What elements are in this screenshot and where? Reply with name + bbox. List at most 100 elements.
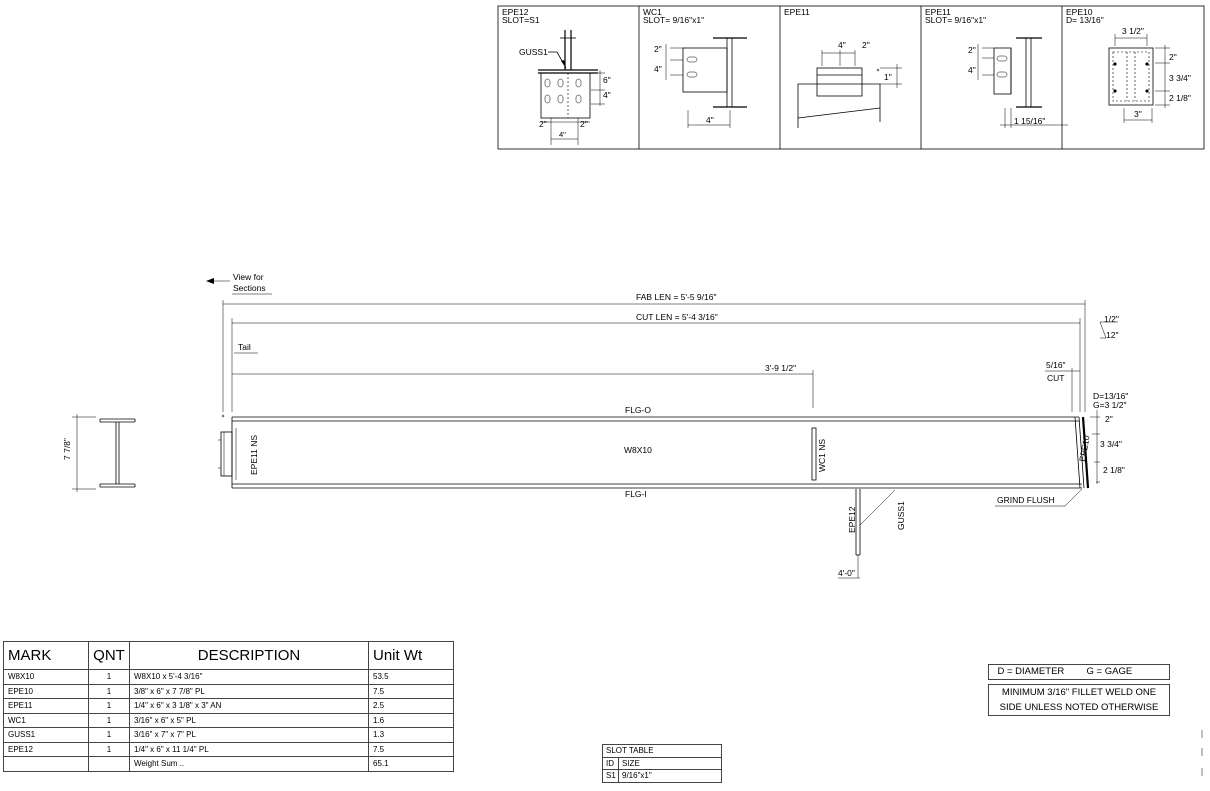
cut-len-label: CUT LEN = 5'-4 3/16" — [636, 312, 718, 322]
table-row: GUSS1 1 3/16" x 7" x 7" PL 1.3 — [3, 727, 454, 743]
table-row: EPE12 1 1/4" x 6" x 11 1/4" PL 7.5 — [3, 741, 454, 757]
weld-note-line-1: MINIMUM 3/16" FILLET WELD ONE — [1001, 687, 1157, 698]
guss1-label: GUSS1 — [896, 501, 906, 530]
legend-diameter: D = DIAMETER — [997, 666, 1065, 677]
bom-mark: WC1 — [3, 712, 89, 728]
epe12-label: EPE12 — [847, 506, 857, 533]
bom-description: 1/4" x 6" x 3 1/8" x 3" AN — [129, 698, 369, 714]
cut-word-label: CUT — [1047, 373, 1064, 383]
slot-header-size: SIZE — [618, 756, 722, 770]
bom-qnt: 1 — [88, 741, 130, 757]
bom-total-row: Weight Sum .. 65.1 — [3, 756, 454, 772]
weld-note: MINIMUM 3/16" FILLET WELD ONE SIDE UNLES… — [988, 684, 1170, 716]
bom-mark — [3, 756, 89, 772]
bom-header-description: DESCRIPTION — [129, 641, 369, 670]
detail5-dim-2: 2" — [1169, 52, 1177, 62]
dim-3-9-half: 3'-9 1/2" — [765, 363, 796, 373]
table-row: EPE11 1 1/4" x 6" x 3 1/8" x 3" AN 2.5 — [3, 698, 454, 714]
detail4-dim-2: 2" — [968, 45, 976, 55]
right-dim-3-3-4: 3 3/4" — [1100, 439, 1122, 449]
detail-epe11a-drawing: 4" 2" 1" — [797, 40, 902, 128]
bom-unit-wt: 1.3 — [368, 727, 454, 743]
bill-of-materials-table: MARK QNT DESCRIPTION Unit Wt W8X10 1 W8X… — [3, 641, 454, 772]
hole-diameter-label: D=13/16" — [1093, 391, 1128, 401]
epe11-ns-label: EPE11 NS — [249, 435, 259, 475]
detail5-dim-2-1-8: 2 1/8" — [1169, 93, 1191, 103]
bom-weight-sum-label: Weight Sum .. — [129, 756, 369, 772]
detail3-dim-4: 4" — [838, 40, 846, 50]
detail1-dim-4b: 4" — [559, 130, 566, 139]
detail4-dim-4: 4" — [968, 65, 976, 75]
slot-table: SLOT TABLE ID SIZE S1 9/16"x1" — [602, 744, 722, 783]
bom-mark: EPE12 — [3, 741, 89, 757]
abbreviation-legend: D = DIAMETER G = GAGE — [988, 664, 1170, 680]
member-mark-label: W8X10 — [624, 445, 652, 455]
weld-note-line-2: SIDE UNLESS NOTED OTHERWISE — [999, 702, 1159, 713]
bom-qnt: 1 — [88, 683, 130, 699]
detail1-guss-label: GUSS1 — [519, 47, 548, 57]
bom-qnt: 1 — [88, 727, 130, 743]
detail-wc1-drawing: 2" 4" 4" — [654, 37, 747, 128]
tail-label: Tail — [238, 342, 251, 352]
gage-label: G=3 1/2" — [1093, 400, 1127, 410]
table-row: W8X10 1 W8X10 x 5'-4 3/16" 53.5 — [3, 669, 454, 685]
beam-elevation: View for Sections FAB LEN = 5'-5 9/16" C… — [206, 272, 1128, 579]
bom-description: 1/4" x 6" x 11 1/4" PL — [129, 741, 369, 757]
bom-header-row: MARK QNT DESCRIPTION Unit Wt — [3, 641, 454, 670]
bom-header-qnt: QNT — [88, 641, 130, 670]
slot-table-title: SLOT TABLE — [602, 744, 722, 758]
bom-description: 3/16" x 6" x 5" PL — [129, 712, 369, 728]
slot-header-id: ID — [602, 756, 619, 770]
detail5-dim-3-3-4: 3 3/4" — [1169, 73, 1191, 83]
detail-title-2: WC1 — [643, 7, 662, 17]
detail-title-4: EPE11 — [925, 7, 951, 17]
detail-epe10-drawing: 3 1/2" 2" 3 3/4" 2 1/8" 3" — [1108, 26, 1191, 123]
detail2-dim-4b: 4" — [706, 115, 714, 125]
slope-run-label: 12" — [1106, 330, 1118, 340]
flange-inner-label: FLG-I — [625, 489, 647, 499]
detail5-dim-3: 3" — [1134, 109, 1142, 119]
detail2-dim-2: 2" — [654, 44, 662, 54]
fab-len-label: FAB LEN = 5'-5 9/16" — [636, 292, 716, 302]
detail-title-5: EPE10 — [1066, 7, 1093, 17]
right-dim-2: 2" — [1105, 414, 1113, 424]
detail-sub-1: SLOT=S1 — [502, 15, 540, 25]
bom-unit-wt: 7.5 — [368, 741, 454, 757]
slot-id: S1 — [602, 769, 619, 783]
detail-epe11b-drawing: 2" 4" 1 15/16" — [968, 37, 1068, 128]
flange-outer-label: FLG-O — [625, 405, 651, 415]
bom-weight-sum-value: 65.1 — [368, 756, 454, 772]
bom-mark: GUSS1 — [3, 727, 89, 743]
detail1-dim-2a: 2" — [539, 119, 547, 129]
dim-4-0: 4'-0" — [838, 568, 855, 578]
bom-qnt — [88, 756, 130, 772]
bom-unit-wt: 53.5 — [368, 669, 454, 685]
bom-description: 3/8" x 6" x 7 7/8" PL — [129, 683, 369, 699]
epe10-label: EPE10 — [1077, 434, 1091, 462]
detail-sub-5: D= 13/16" — [1066, 15, 1104, 25]
bom-mark: EPE10 — [3, 683, 89, 699]
detail-title-3: EPE11 — [784, 7, 810, 17]
detail3-dim-2: 2" — [862, 40, 870, 50]
bom-unit-wt: 1.6 — [368, 712, 454, 728]
section-depth-label: 7 7/8" — [62, 438, 72, 460]
detail1-dim-6: 6" — [603, 75, 611, 85]
table-row: WC1 1 3/16" x 6" x 5" PL 1.6 — [3, 712, 454, 728]
view-for-label: View for — [233, 272, 264, 282]
beam-section-view: 7 7/8" — [62, 414, 136, 492]
detail-sub-2: SLOT= 9/16"x1" — [643, 15, 704, 25]
bom-header-mark: MARK — [3, 641, 89, 670]
detail-sub-4: SLOT= 9/16"x1" — [925, 15, 986, 25]
table-row: EPE10 1 3/8" x 6" x 7 7/8" PL 7.5 — [3, 683, 454, 699]
bom-qnt: 1 — [88, 712, 130, 728]
cut-dim-label: 5/16" — [1046, 360, 1066, 370]
wc1-ns-label: WC1 NS — [817, 439, 827, 472]
detail1-dim-4: 4" — [603, 90, 611, 100]
legend-gage: G = GAGE — [1086, 666, 1133, 677]
bom-qnt: 1 — [88, 698, 130, 714]
bom-unit-wt: 2.5 — [368, 698, 454, 714]
bom-description: 3/16" x 7" x 7" PL — [129, 727, 369, 743]
detail2-dim-4: 4" — [654, 64, 662, 74]
slot-size: 9/16"x1" — [618, 769, 722, 783]
sections-label: Sections — [233, 283, 266, 293]
